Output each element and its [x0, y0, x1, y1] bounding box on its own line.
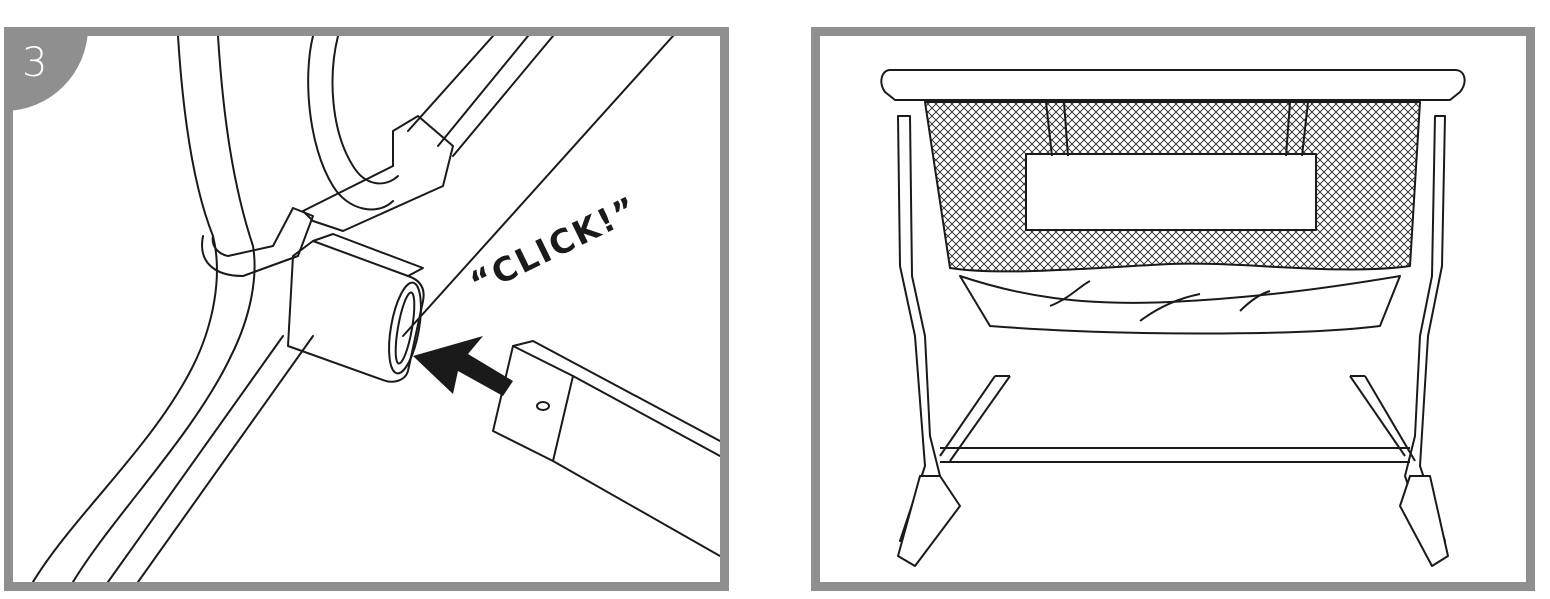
- clip-sleeve: [302, 115, 454, 232]
- foot-right: [1399, 475, 1449, 567]
- foot-left: [897, 475, 961, 567]
- socket-opening: [388, 281, 422, 375]
- mesh-window: [1025, 153, 1317, 231]
- rail-upper-b: [437, 36, 529, 147]
- arrow-icon: [413, 336, 513, 396]
- rail-lower-c: [402, 36, 674, 337]
- frame-tube-outer: [32, 36, 218, 582]
- bracket: [201, 207, 314, 277]
- top-rail: [880, 69, 1466, 101]
- frame-tube-inner: [72, 36, 256, 582]
- rail-upper-a: [407, 36, 494, 132]
- tube-plug: [492, 345, 574, 462]
- loop-tube-outer: [307, 36, 394, 211]
- rail-upper-c: [452, 36, 554, 157]
- assembled-bassinet-panel: [811, 27, 1535, 591]
- basket: [959, 275, 1401, 335]
- crossbar: [940, 447, 1410, 463]
- step-number: 3: [22, 40, 48, 86]
- rail-lower-b: [137, 335, 314, 582]
- rail-lower-a: [107, 335, 284, 582]
- bassinet-illustration: [880, 69, 1466, 567]
- loop-tube-inner: [331, 36, 399, 185]
- tube-pin: [536, 401, 550, 411]
- connector-illustration: [32, 36, 720, 582]
- leg-left: [939, 375, 1011, 462]
- tube-body-top: [512, 340, 720, 442]
- socket-top-edge: [312, 233, 424, 277]
- leg-right: [1349, 375, 1416, 462]
- step-3-panel: 3 “CLICK!”: [4, 27, 729, 591]
- socket-body: [287, 240, 425, 383]
- tube-body-bottom: [552, 460, 720, 557]
